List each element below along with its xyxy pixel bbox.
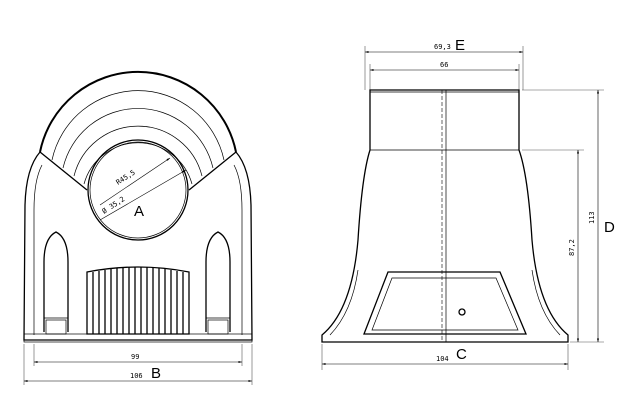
arch-band-4 (73, 125, 203, 177)
arch-band-5 (83, 142, 193, 185)
arch-outer (39, 70, 237, 153)
opening-label-a: A (134, 203, 144, 220)
diameter-label: Ø 35,2 (101, 195, 127, 215)
label-e: E (455, 37, 465, 54)
side-outline (321, 89, 569, 343)
right-post (205, 231, 231, 332)
label-d: D (604, 219, 615, 236)
dim-99: 99 (131, 353, 139, 361)
opening-circle (87, 139, 189, 241)
radius-label: R45,5 (115, 168, 137, 186)
label-b: B (151, 365, 161, 382)
dim-69-3: 69,3 (434, 43, 451, 51)
arch-band-2 (51, 90, 225, 161)
dim-104: 104 (436, 355, 449, 363)
front-base (23, 333, 253, 343)
dim-87-2: 87,2 (568, 239, 576, 256)
arch-band-3 (62, 108, 214, 169)
dim-113: 113 (588, 211, 596, 224)
grille-slats (92, 267, 184, 334)
left-post-base (45, 319, 67, 335)
right-post-base (207, 319, 229, 335)
opening-circle-inner (89, 141, 187, 239)
screw-hole (458, 308, 466, 316)
grille-outline (86, 266, 190, 335)
left-post (43, 231, 69, 332)
front-view: R45,5 Ø 35,2 A (23, 70, 253, 385)
dim-106: 106 (130, 372, 143, 380)
label-c: C (456, 346, 467, 363)
side-view: 69,3 E 66 113 D 87,2 104 C (321, 37, 615, 370)
housing-inner-outline (33, 164, 243, 335)
side-recess (363, 271, 527, 335)
housing-outline (23, 151, 253, 341)
dim-66: 66 (440, 61, 448, 69)
